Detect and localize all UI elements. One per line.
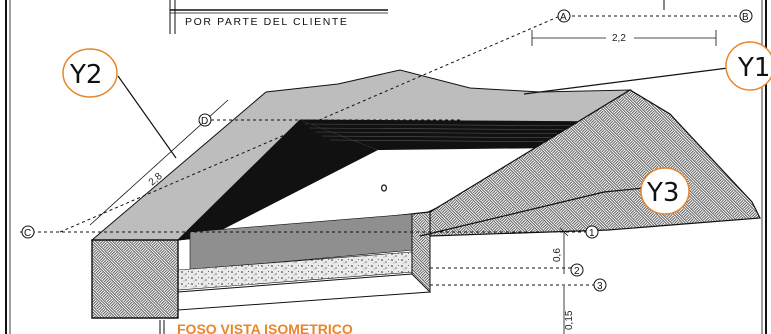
inner-left-wall [178, 120, 378, 240]
tag-y1: Y1 [523, 41, 771, 95]
svg-text:1: 1 [589, 228, 595, 239]
svg-text:Y1: Y1 [737, 53, 770, 83]
svg-text:Y2: Y2 [69, 60, 102, 90]
depth-dimension: 0,6 [552, 248, 563, 262]
width-dimension: 2,2 [612, 33, 626, 44]
grid-axes [20, 15, 740, 286]
grid-marker-b: B [739, 9, 753, 23]
svg-text:B: B [742, 12, 749, 23]
svg-text:D: D [201, 116, 208, 127]
svg-text:3: 3 [597, 281, 603, 292]
grid-marker-1: 1 [585, 225, 599, 239]
grid-marker-c: C [21, 225, 35, 239]
svg-text:2: 2 [574, 266, 580, 277]
tag-y3: Y3 [419, 167, 690, 237]
client-note: POR PARTE DEL CLIENTE [169, 0, 665, 34]
tag-y2: Y2 [62, 48, 177, 159]
grid-marker-d: D [198, 113, 212, 127]
inner-back-wall [300, 120, 620, 150]
svg-text:A: A [560, 12, 567, 23]
grid-marker-a: A [557, 9, 571, 23]
view-title: FOSO VISTA ISOMETRICO [177, 321, 353, 334]
client-note-text: POR PARTE DEL CLIENTE [185, 16, 349, 28]
grid-marker-3: 3 [593, 278, 607, 292]
svg-text:Y3: Y3 [646, 178, 679, 208]
front-wall-section [91, 239, 179, 319]
svg-text:C: C [24, 228, 31, 239]
drain-marker [381, 184, 388, 192]
grid-marker-2: 2 [570, 263, 584, 277]
slab-dimension: 0,15 [564, 310, 575, 330]
